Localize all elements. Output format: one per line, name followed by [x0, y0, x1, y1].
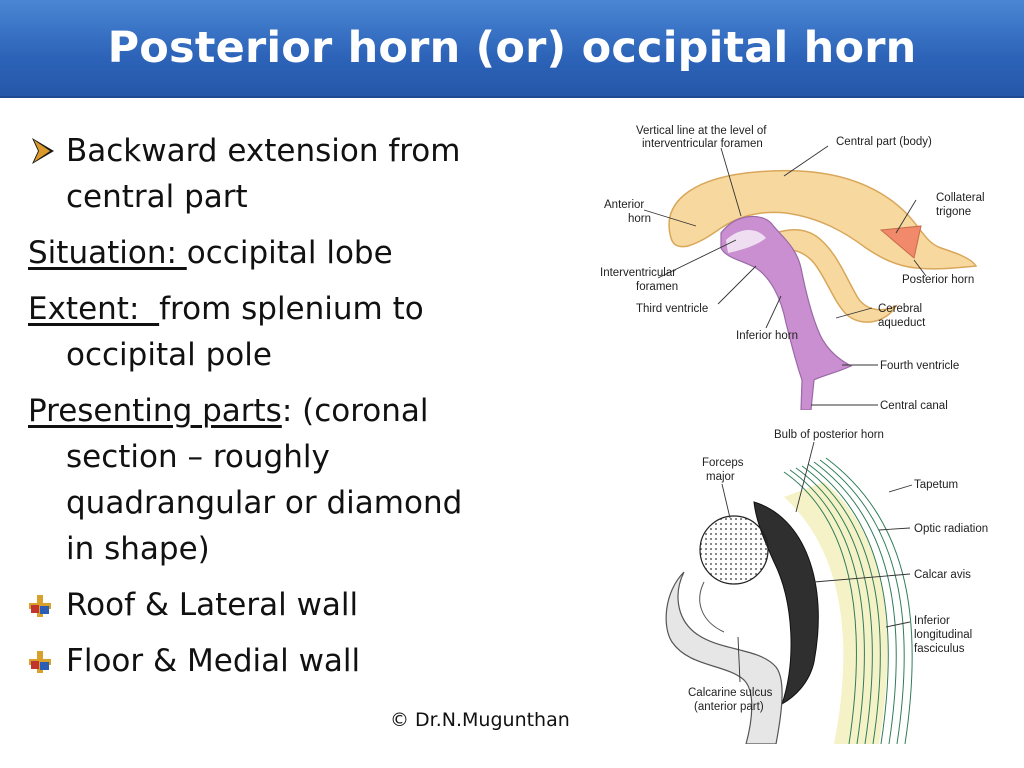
label-trigone: trigone — [936, 206, 971, 218]
intro-bullet-text: Backward extension from central part — [66, 133, 461, 215]
extent-value: from splenium to occipital pole — [66, 291, 424, 373]
slide-title: Posterior horn (or) occipital horn — [107, 23, 917, 73]
footer-credit: © Dr.N.Mugunthan — [390, 709, 570, 731]
label-posterior-horn: Posterior horn — [902, 274, 974, 286]
posterior-horn-section-diagram: Bulb of posterior horn Forceps major Tap… — [664, 422, 1000, 744]
label-inferior-horn: Inferior horn — [736, 330, 798, 342]
extent-label: Extent: — [28, 291, 160, 327]
label-vertical-line: Vertical line at the level of — [636, 125, 767, 137]
presenting-line: Presenting parts: (coronal section – rou… — [28, 388, 498, 572]
sub-item-floor: Floor & Medial wall — [28, 638, 498, 684]
label-fourth-ventricle: Fourth ventricle — [880, 360, 959, 372]
label-tapetum: Tapetum — [914, 479, 958, 491]
label-major: major — [706, 471, 735, 483]
arrow-bullet-icon — [32, 138, 54, 164]
label-collateral: Collateral — [936, 192, 985, 204]
presenting-value: : (coronal section – roughly quadrangula… — [66, 393, 463, 567]
sub-item-roof: Roof & Lateral wall — [28, 582, 498, 628]
label-calcarine-sulcus: Calcarine sulcus — [688, 687, 773, 699]
label-horn: horn — [628, 213, 651, 225]
ventricle-lateral-diagram: Vertical line at the level of interventr… — [596, 118, 996, 410]
situation-value: occipital lobe — [186, 235, 393, 271]
presenting-label: Presenting parts — [28, 393, 282, 429]
label-bulb: Bulb of posterior horn — [774, 429, 884, 441]
label-vertical-line-2: interventricular foramen — [642, 138, 763, 150]
square-bullet-icon — [29, 651, 51, 673]
label-forceps: Forceps — [702, 457, 744, 469]
square-bullet-icon — [29, 595, 51, 617]
label-fasciculus: fasciculus — [914, 643, 965, 655]
label-third-ventricle: Third ventricle — [636, 303, 708, 315]
label-aqueduct: aqueduct — [878, 317, 926, 329]
label-central-canal: Central canal — [880, 400, 948, 410]
sub-item-text: Floor & Medial wall — [66, 643, 361, 679]
title-bar: Posterior horn (or) occipital horn — [0, 0, 1024, 98]
label-longitudinal: longitudinal — [914, 629, 972, 641]
label-cerebral: Cerebral — [878, 303, 922, 315]
extent-line: Extent: from splenium to occipital pole — [28, 286, 498, 378]
situation-label: Situation: — [28, 235, 187, 271]
label-inferior: Inferior — [914, 615, 950, 627]
label-anterior-part: (anterior part) — [694, 701, 764, 713]
label-calcar-avis: Calcar avis — [914, 569, 971, 581]
label-optic-radiation: Optic radiation — [914, 523, 988, 535]
intro-bullet: Backward extension from central part — [28, 128, 498, 220]
label-central-part: Central part (body) — [836, 136, 932, 148]
label-foramen: foramen — [636, 281, 678, 293]
situation-line: Situation: occipital lobe — [28, 230, 498, 276]
sub-item-text: Roof & Lateral wall — [66, 587, 359, 623]
label-interventricular: Interventricular — [600, 267, 676, 279]
slide-content: Backward extension from central part Sit… — [28, 128, 498, 684]
label-anterior: Anterior — [604, 199, 644, 211]
